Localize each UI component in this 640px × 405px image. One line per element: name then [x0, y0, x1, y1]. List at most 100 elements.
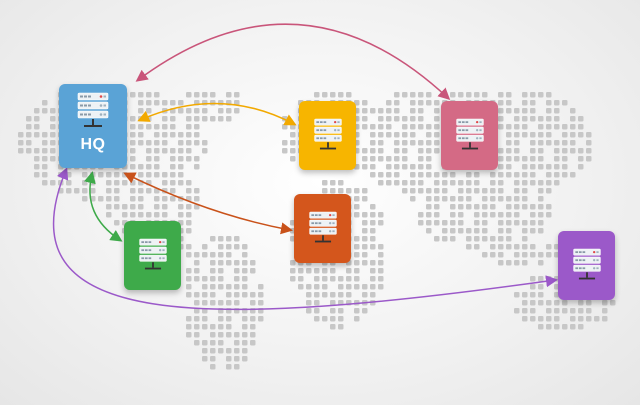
server-rack-icon — [136, 237, 170, 275]
map-dot — [258, 292, 264, 298]
map-dot — [498, 124, 504, 130]
map-dot — [170, 100, 176, 106]
map-dot — [554, 100, 560, 106]
map-dot — [362, 124, 368, 130]
map-dot — [394, 148, 400, 154]
map-dot — [226, 332, 232, 338]
map-dot — [202, 292, 208, 298]
map-dot — [34, 156, 40, 162]
map-dot — [538, 148, 544, 154]
map-dot — [154, 148, 160, 154]
map-dot — [570, 316, 576, 322]
server-rack-icon — [306, 210, 340, 248]
map-dot — [370, 124, 376, 130]
map-dot — [250, 316, 256, 322]
map-dot — [194, 308, 200, 314]
server-rack-icon — [311, 117, 345, 155]
map-dot — [362, 116, 368, 122]
hq-server-tile[interactable]: HQ — [59, 84, 127, 168]
map-dot — [530, 156, 536, 162]
map-dot — [538, 292, 544, 298]
map-dot — [578, 148, 584, 154]
green-server-tile[interactable] — [124, 221, 181, 290]
map-dot — [146, 148, 152, 154]
map-dot — [26, 148, 32, 154]
map-dot — [546, 132, 552, 138]
map-dot — [178, 140, 184, 146]
map-dot — [506, 124, 512, 130]
map-dot — [410, 116, 416, 122]
map-dot — [378, 132, 384, 138]
map-dot — [554, 308, 560, 314]
map-dot — [386, 100, 392, 106]
map-dot — [194, 316, 200, 322]
map-dot — [602, 316, 608, 322]
map-dot — [162, 148, 168, 154]
map-dot — [562, 300, 568, 306]
map-dot — [570, 172, 576, 178]
map-dot — [226, 292, 232, 298]
map-dot — [146, 156, 152, 162]
map-dot — [330, 308, 336, 314]
map-dot — [522, 156, 528, 162]
map-dot — [570, 148, 576, 154]
map-dot — [434, 132, 440, 138]
map-dot — [50, 108, 56, 114]
map-dot — [42, 180, 48, 186]
map-dot — [290, 156, 296, 162]
map-dot — [554, 108, 560, 114]
map-dot — [194, 332, 200, 338]
map-dot — [514, 292, 520, 298]
map-dot — [250, 300, 256, 306]
map-dot — [218, 324, 224, 330]
map-dot — [570, 108, 576, 114]
map-dot — [202, 140, 208, 146]
map-dot — [34, 108, 40, 114]
map-dot — [178, 132, 184, 138]
map-dot — [538, 140, 544, 146]
map-dot — [554, 148, 560, 154]
map-dot — [418, 140, 424, 146]
map-dot — [194, 292, 200, 298]
map-dot — [562, 172, 568, 178]
pink-server-tile[interactable] — [441, 101, 498, 170]
map-dot — [242, 356, 248, 362]
map-dot — [170, 132, 176, 138]
orange-server-tile[interactable] — [294, 194, 351, 263]
map-dot — [418, 116, 424, 122]
purple-server-tile[interactable] — [558, 231, 615, 300]
map-dot — [546, 300, 552, 306]
map-dot — [178, 100, 184, 106]
map-dot — [226, 324, 232, 330]
map-dot — [402, 140, 408, 146]
map-dot — [570, 324, 576, 330]
map-dot — [394, 100, 400, 106]
map-dot — [194, 132, 200, 138]
map-dot — [450, 92, 456, 98]
map-dot — [522, 300, 528, 306]
map-dot — [578, 300, 584, 306]
map-dot — [554, 124, 560, 130]
link-hq-yellow — [137, 102, 297, 126]
map-dot — [170, 156, 176, 162]
map-dot — [498, 148, 504, 154]
yellow-server-tile[interactable] — [299, 101, 356, 170]
map-dot — [50, 140, 56, 146]
map-dot — [386, 156, 392, 162]
map-dot — [434, 140, 440, 146]
map-dot — [426, 100, 432, 106]
map-dot — [434, 148, 440, 154]
map-dot — [522, 92, 528, 98]
map-dot — [282, 148, 288, 154]
map-dot — [498, 100, 504, 106]
map-dot — [26, 140, 32, 146]
map-dot — [338, 316, 344, 322]
map-dot — [410, 132, 416, 138]
map-dot — [242, 348, 248, 354]
map-dot — [506, 140, 512, 146]
map-dot — [538, 124, 544, 130]
map-dot — [546, 308, 552, 314]
map-dot — [210, 364, 216, 370]
map-dot — [250, 332, 256, 338]
map-dot — [418, 156, 424, 162]
